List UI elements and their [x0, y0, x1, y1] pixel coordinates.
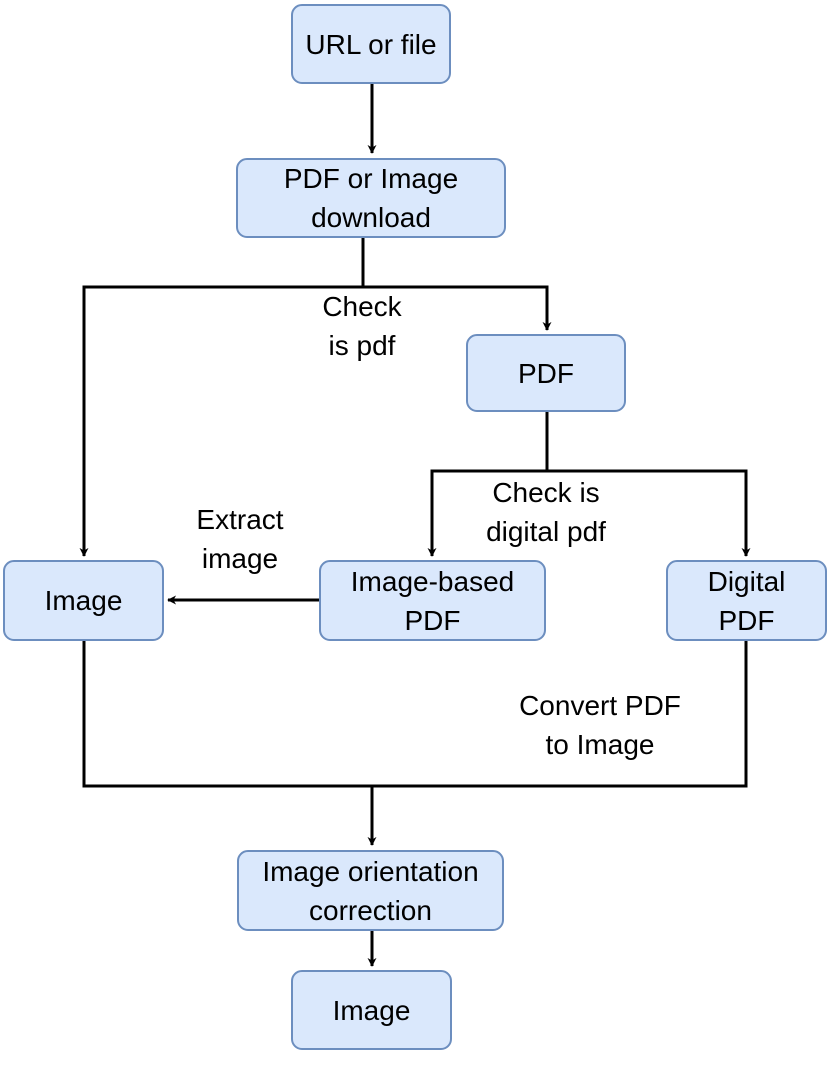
label-check-is-pdf: Check is pdf — [322, 291, 402, 361]
node-url-or-file: URL or file — [291, 4, 451, 84]
edge-image-to-merge — [82, 641, 748, 788]
label-check-is-digital-pdf: Check is digital pdf — [486, 477, 606, 547]
node-digital-pdf: Digital PDF — [666, 560, 827, 641]
edge-download-to-pdf — [363, 285, 552, 331]
node-image-based-pdf: Image-based PDF — [319, 560, 546, 641]
node-image-left: Image — [3, 560, 164, 641]
edge-download-to-image — [79, 238, 365, 557]
node-pdf: PDF — [466, 334, 626, 412]
edge-pdf-to-image-based-pdf — [427, 412, 549, 557]
label-convert-pdf-to-image: Convert PDF to Image — [519, 690, 681, 760]
node-pdf-or-image-download: PDF or Image download — [236, 158, 506, 238]
label-extract-image: Extract image — [196, 504, 284, 574]
node-image-orientation-correction: Image orientation correction — [237, 850, 504, 931]
edge-pdf-to-digital-pdf — [547, 469, 751, 557]
node-image-output: Image — [291, 970, 452, 1050]
